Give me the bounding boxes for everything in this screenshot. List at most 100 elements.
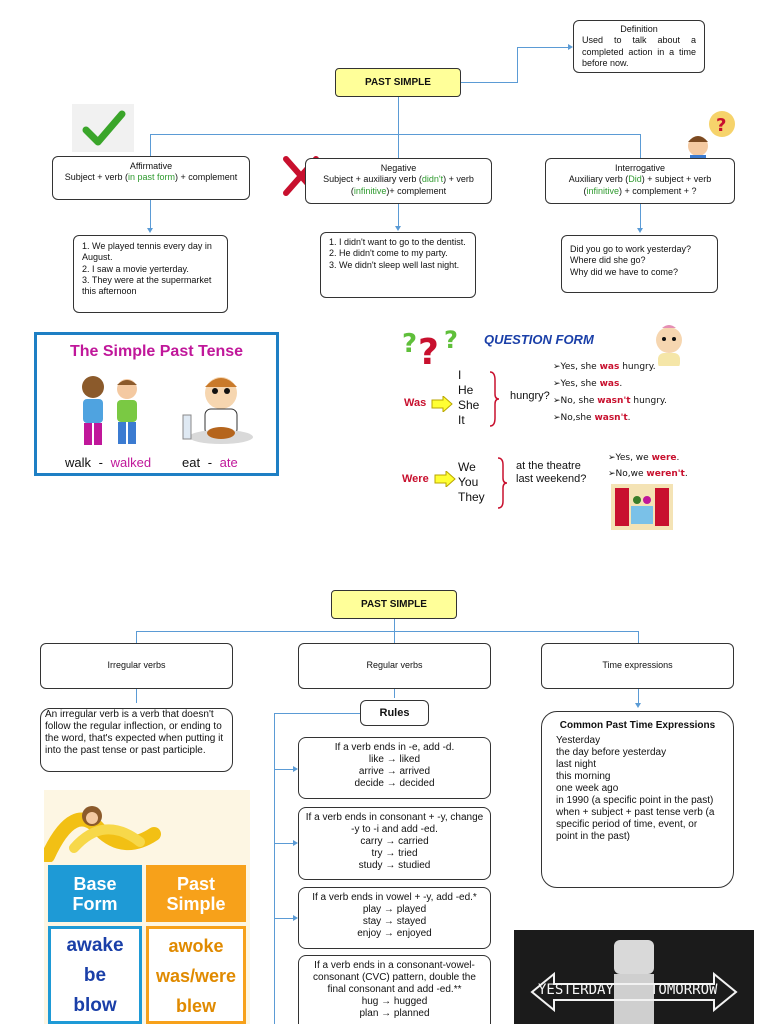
connector (398, 134, 399, 158)
example-line: 1. We played tennis every day in August. (82, 241, 212, 263)
answer-highlight: wasn't (597, 396, 631, 406)
rule-line: like → liked (368, 754, 421, 765)
checkmark-icon (72, 104, 134, 152)
formula-text: ( (583, 185, 587, 196)
formula-text: ) + complement (175, 172, 238, 183)
formula-text: )+ complement (386, 185, 447, 196)
rules-label: Rules (379, 707, 410, 719)
rule-line: carry → carried (360, 836, 429, 847)
formula-highlight: Did (628, 174, 642, 185)
rule-line: stay → stayed (362, 916, 427, 927)
past-simple-cell: was/were (155, 966, 237, 986)
connector-arrow (293, 840, 298, 846)
formula-highlight: didn't (421, 174, 444, 185)
time-expressions-box: Time expressions (541, 643, 734, 689)
connector-arrow (147, 228, 153, 233)
answer-text: hungry. (630, 396, 667, 406)
formula-highlight: in past form (127, 172, 176, 183)
rule-line: If a verb ends in a consonant-vowel-cons… (313, 960, 476, 995)
rule-line: play → played (362, 904, 427, 915)
answer-text: ➢No, she (553, 396, 598, 406)
time-expressions-detail: Common Past Time Expressions Yesterday t… (541, 711, 734, 888)
time-item: the day before yesterday (556, 747, 667, 758)
answer-line: ➢No, she wasn't hungry. (553, 393, 667, 410)
regular-heading: Regular verbs (366, 660, 423, 671)
were-brace-icon (496, 456, 508, 510)
answer-text: ➢No,she (553, 413, 595, 423)
question-form-panel: ? ? ? QUESTION FORM Was I He She It hung… (398, 318, 690, 530)
bananas-monkey-illustration (44, 790, 250, 863)
answer-highlight: was (599, 362, 620, 372)
time-item: when + subject + past tense verb (a spec… (556, 807, 715, 842)
formula-highlight: infinitive (353, 185, 387, 196)
connector (398, 204, 399, 226)
subject: We (458, 460, 476, 474)
answer-line: ➢No,she wasn't. (553, 410, 667, 427)
regular-verbs-box: Regular verbs (298, 643, 491, 689)
question-boy-icon: ? (680, 108, 738, 164)
chalkboard-left: YESTERDAY (538, 982, 614, 998)
formula-highlight: infinitive (586, 185, 619, 196)
rule-line: decide → decided (354, 778, 435, 789)
example-line: 3. We didn't sleep well last night. (329, 259, 460, 270)
answer-text: ➢Yes, we (608, 453, 652, 463)
negative-box: Negative Subject + auxiliary verb (didn'… (305, 158, 492, 204)
rules-label-box: Rules (360, 700, 429, 726)
top-title: PAST SIMPLE (365, 77, 431, 88)
simple-past-card-title: The Simple Past Tense (69, 343, 244, 360)
past-simple-column: awoke was/were blew (146, 926, 246, 1024)
svg-text:?: ? (402, 329, 417, 359)
answer-text: ➢No,we (608, 469, 647, 479)
answer-text: . (676, 453, 680, 463)
pair1-sep: - (98, 455, 103, 470)
answer-highlight: wasn't (594, 413, 628, 423)
connector (274, 713, 275, 1024)
interrogative-examples: Did you go to work yesterday? Where did … (561, 235, 718, 293)
answer-highlight: were (651, 453, 677, 463)
irregular-verbs-box: Irregular verbs (40, 643, 233, 689)
chalkboard-panel: YESTERDAY TOMORROW (514, 930, 754, 1024)
connector-arrow (395, 226, 401, 231)
base-form-cell: blow (73, 995, 117, 1016)
affirmative-box: Affirmative Subject + verb (in past form… (52, 156, 250, 200)
answer-line: ➢Yes, she was hungry. (553, 359, 667, 376)
connector (274, 769, 294, 770)
rule-line: study → studied (358, 860, 431, 871)
connector (136, 631, 137, 643)
answer-line: ➢Yes, she was. (553, 376, 667, 393)
time-box-title: Common Past Time Expressions (559, 720, 716, 731)
time-heading: Time expressions (602, 660, 673, 671)
past-simple-cell: blew (175, 996, 216, 1016)
connector-arrow (293, 915, 298, 921)
answer-text: ➢Yes, she (553, 379, 600, 389)
formula-text: ( (350, 185, 354, 196)
simple-past-card: The Simple Past Tense walk - (34, 332, 279, 476)
connector (150, 134, 151, 156)
connector (274, 713, 360, 714)
answer-text: . (627, 413, 631, 423)
subject: It (458, 413, 465, 427)
formula-text: Subject + auxiliary verb ( (323, 174, 422, 185)
rule-line: hug → hugged (361, 996, 428, 1007)
was-subjects: I He She It (458, 368, 479, 428)
subject: He (458, 383, 474, 397)
connector (136, 689, 137, 703)
example-line: 1. I didn't want to go to the dentist. (329, 237, 466, 247)
example-line: 2. I saw a movie yerterday. (82, 263, 189, 274)
rule-line: If a verb ends in vowel + -y, add -ed.* (312, 892, 477, 903)
negative-examples: 1. I didn't want to go to the dentist. 2… (320, 232, 476, 298)
pair1-past: walked (110, 455, 152, 470)
connector (274, 843, 294, 844)
subject: She (458, 398, 480, 412)
forms-table-panel: Base Form Past Simple awake be blow awok… (44, 790, 250, 1024)
answer-text: ➢Yes, she (553, 362, 600, 372)
rule-box: If a verb ends in a consonant-vowel-cons… (298, 955, 491, 1024)
connector (398, 97, 399, 134)
bottom-title-box: PAST SIMPLE (331, 590, 457, 619)
past-simple-header: Past Simple (146, 865, 246, 922)
irregular-description: An irregular verb is a verb that doesn't… (40, 708, 233, 772)
example-line: 2. He didn't come to my party. (329, 248, 448, 259)
connector-arrow (637, 228, 643, 233)
example-line: Did you go to work yesterday? (570, 244, 692, 254)
subject: I (458, 368, 462, 382)
